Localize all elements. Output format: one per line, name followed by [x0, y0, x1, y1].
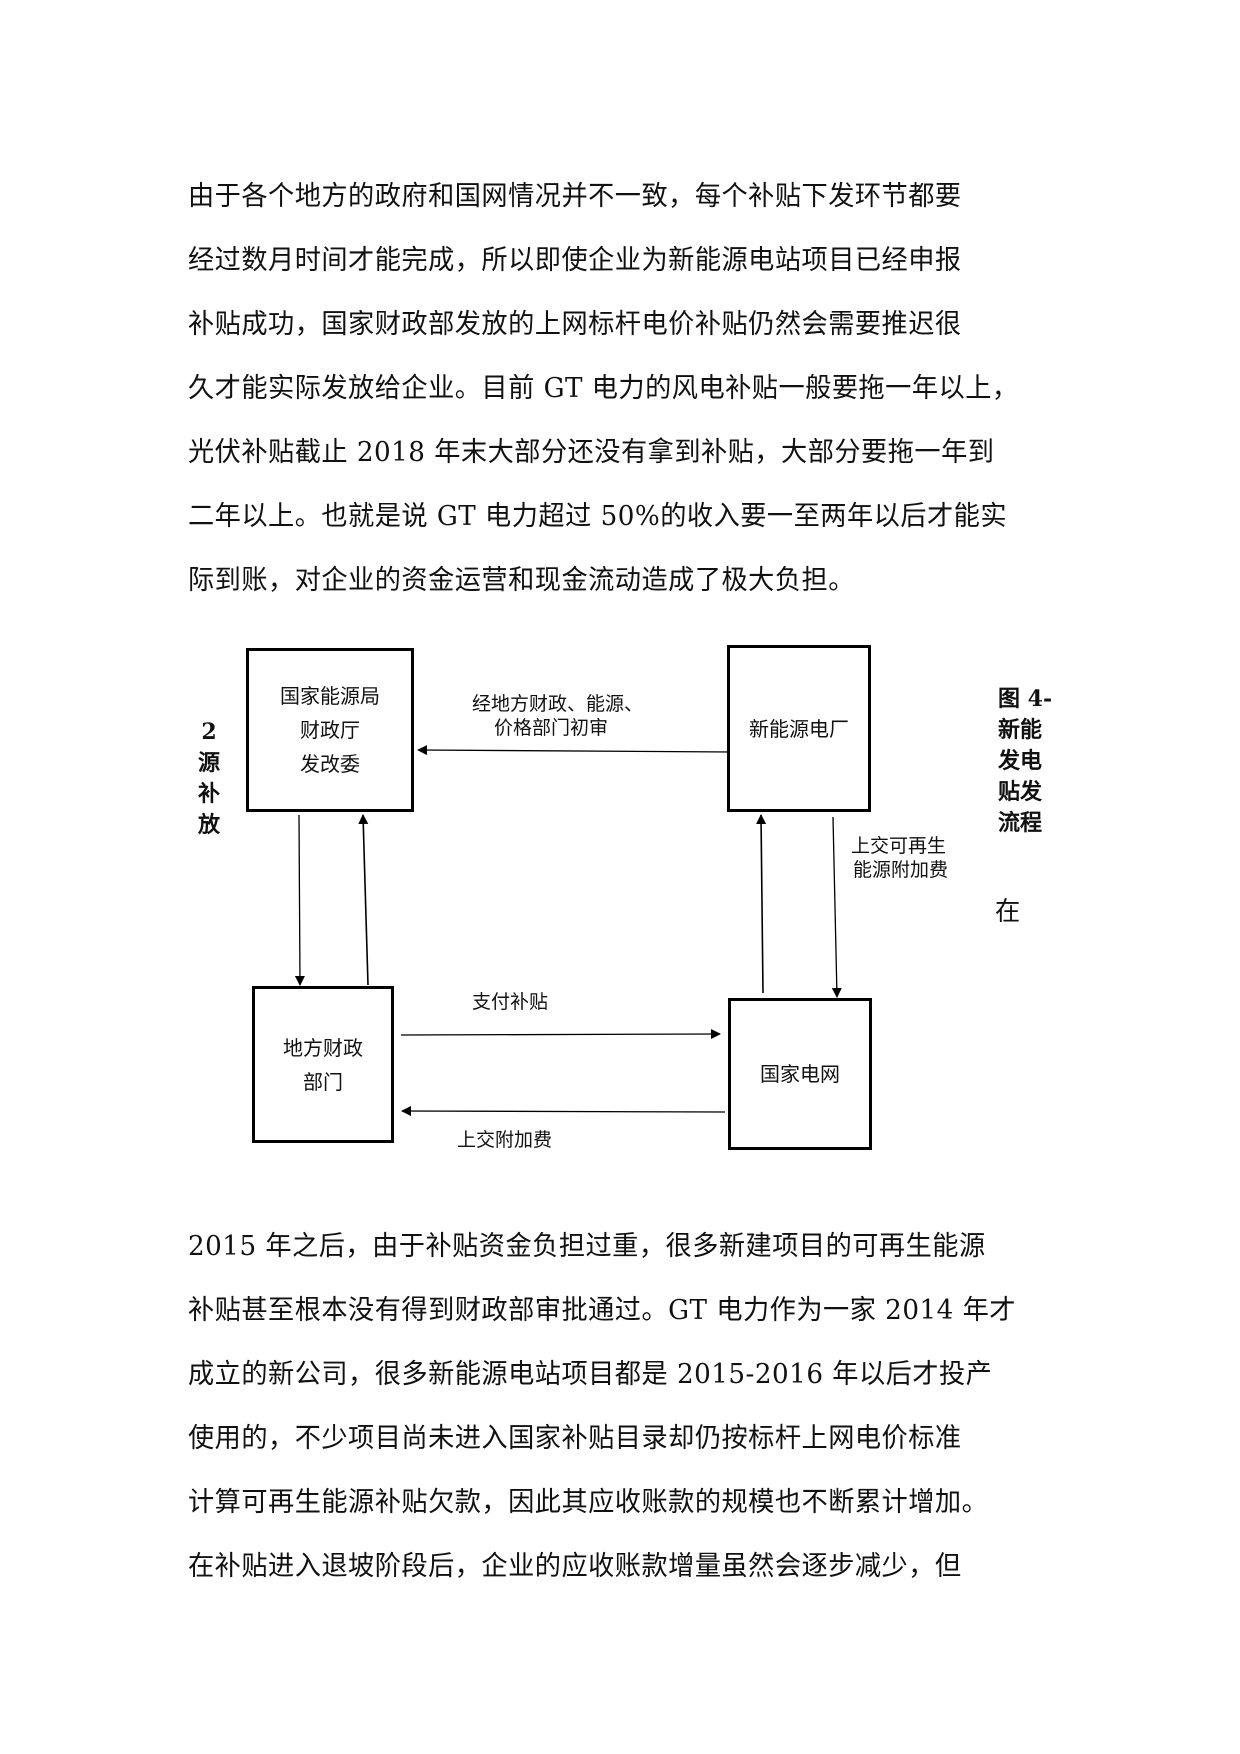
edge-label-line: 经地方财政、能源、	[472, 693, 644, 715]
state-grid-box: 国家电网	[728, 998, 872, 1150]
box-label: 国家电网	[760, 1062, 840, 1086]
text-fragment: 在	[995, 897, 1021, 927]
edge-label-line: 上交可再生	[851, 835, 947, 857]
text-line: 光伏补贴截止 2018 年末大部分还没有拿到补贴，大部分要拖一年到	[188, 437, 995, 468]
national-energy-box: 国家能源局 财政厅 发改委	[246, 648, 414, 812]
box-label: 部门	[303, 1069, 343, 1094]
caption-fragment: 发电	[998, 748, 1043, 774]
caption-fragment: 新能	[998, 717, 1043, 743]
caption-fragment: 流程	[998, 810, 1043, 836]
figure-caption-right: 图 4- 新能 发电 贴发 流程	[998, 684, 1052, 839]
text-line: 二年以上。也就是说 GT 电力超过 50%的收入要一至两年以后才能实	[188, 501, 1008, 532]
text-line: 久才能实际发放给企业。目前 GT 电力的风电补贴一般要拖一年以上，	[188, 373, 1019, 404]
edge-label-initial-review: 经地方财政、能源、 价格部门初审	[472, 692, 643, 740]
box-label: 新能源电厂	[749, 716, 849, 741]
caption-fragment: 贴发	[998, 779, 1043, 805]
box-label: 国家能源局	[280, 684, 380, 708]
text-line: 使用的，不少项目尚未进入国家补贴目录却仍按标杆上网电价标准	[188, 1423, 962, 1454]
text-line: 由于各个地方的政府和国网情况并不一致，每个补贴下发环节都要	[188, 181, 962, 212]
box-label: 财政厅	[300, 718, 360, 742]
text-line: 2015 年之后，由于补贴资金负担过重，很多新建项目的可再生能源	[188, 1231, 986, 1262]
caption-fragment: 源	[197, 750, 220, 776]
box-label: 发改委	[300, 752, 360, 776]
caption-fragment: 放	[197, 812, 220, 838]
text-line: 际到账，对企业的资金运营和现金流动造成了极大负担。	[188, 565, 855, 596]
caption-fragment: 图 4-	[998, 686, 1053, 712]
edge-label-renewable-surcharge: 上交可再生 能源附加费	[851, 834, 948, 882]
local-finance-box: 地方财政 部门	[252, 986, 394, 1143]
edge-label-submit-surcharge: 上交附加费	[457, 1129, 553, 1151]
box-label: 地方财政	[283, 1035, 363, 1060]
edge-label-line: 价格部门初审	[494, 717, 609, 739]
text-line: 成立的新公司，很多新能源电站项目都是 2015-2016 年以后才投产	[188, 1359, 993, 1390]
text-line: 补贴甚至根本没有得到财政部审批通过。GT 电力作为一家 2014 年才	[188, 1295, 1016, 1326]
figure-caption-left: 2 源 补 放	[194, 717, 224, 841]
text-line: 补贴成功，国家财政部发放的上网标杆电价补贴仍然会需要推迟很	[188, 309, 962, 340]
edge-label-line: 能源附加费	[853, 859, 949, 881]
caption-fragment: 补	[197, 781, 220, 807]
caption-fragment: 2	[201, 719, 217, 745]
text-line: 经过数月时间才能完成，所以即使企业为新能源电站项目已经申报	[188, 245, 962, 276]
text-line: 计算可再生能源补贴欠款，因此其应收账款的规模也不断累计增加。	[188, 1487, 989, 1518]
new-energy-plant-box: 新能源电厂	[727, 645, 871, 812]
edge-label-pay-subsidy: 支付补贴	[472, 991, 549, 1013]
text-line: 在补贴进入退坡阶段后，企业的应收账款增量虽然会逐步减少，但	[188, 1551, 962, 1582]
